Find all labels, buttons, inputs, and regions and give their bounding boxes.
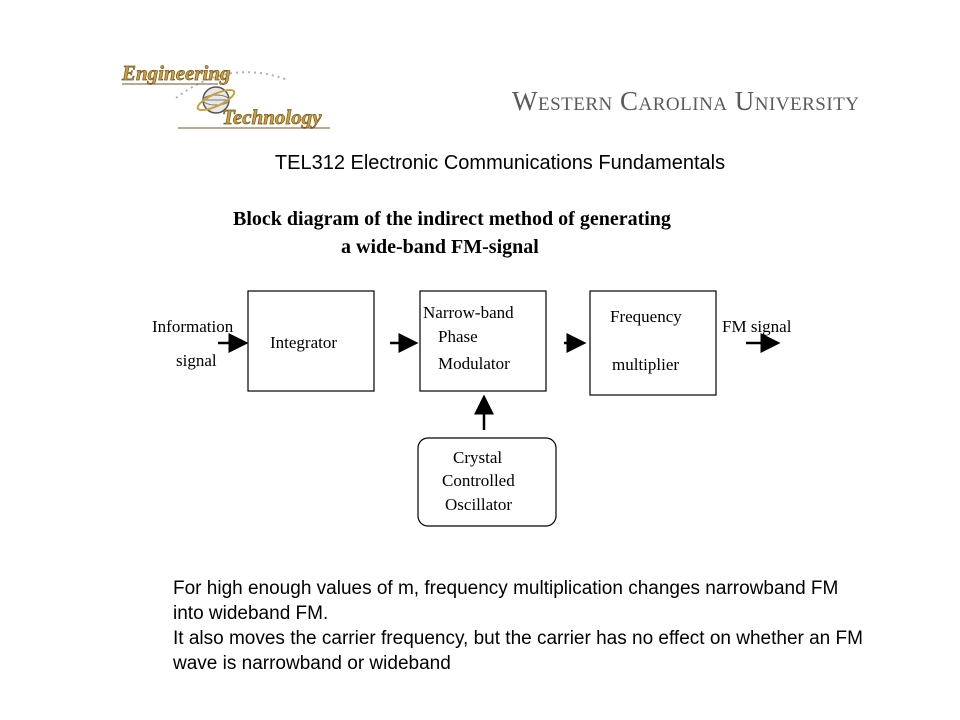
phase-modulator-block xyxy=(419,290,547,392)
diagram-title-line1: Block diagram of the indirect method of … xyxy=(233,208,671,230)
svg-text:Western Carolina University: Western Carolina University xyxy=(512,86,860,116)
multiplier-label-2: multiplier xyxy=(612,355,679,374)
diagram-title-line2: a wide-band FM-signal xyxy=(341,236,539,258)
explanation-text: For high enough values of m, frequency m… xyxy=(173,576,873,676)
svg-text:Technology: Technology xyxy=(222,105,322,129)
explanation-para-2: It also moves the carrier frequency, but… xyxy=(173,628,863,674)
oscillator-label-3: Oscillator xyxy=(445,495,512,514)
frequency-multiplier-block xyxy=(589,290,717,396)
oscillator-label-2: Controlled xyxy=(442,471,515,490)
modulator-label-1: Narrow-band xyxy=(423,303,514,322)
crystal-oscillator-block xyxy=(417,437,557,527)
svg-text:Engineering: Engineering xyxy=(121,61,231,85)
diagram-title: Block diagram of the indirect method of … xyxy=(233,205,671,261)
course-title: TEL312 Electronic Communications Fundame… xyxy=(274,152,726,174)
input-label-2: signal xyxy=(176,351,217,370)
integrator-block xyxy=(247,290,375,392)
explanation-para-1: For high enough values of m, frequency m… xyxy=(173,578,839,624)
output-label: FM signal xyxy=(722,317,792,336)
university-logo: Western Carolina University xyxy=(512,82,882,130)
modulator-label-3: Modulator xyxy=(438,354,510,373)
oscillator-label-1: Crystal xyxy=(453,448,502,467)
integrator-label: Integrator xyxy=(270,333,337,352)
modulator-label-2: Phase xyxy=(438,327,478,346)
block-diagram: Information signal Integrator Narrow-ban… xyxy=(152,290,792,527)
engineering-technology-logo: Engineering Technology xyxy=(121,61,330,129)
input-label: Information xyxy=(152,317,234,336)
multiplier-label-1: Frequency xyxy=(610,307,682,326)
university-wordmark: Western Carolina University xyxy=(512,86,860,116)
